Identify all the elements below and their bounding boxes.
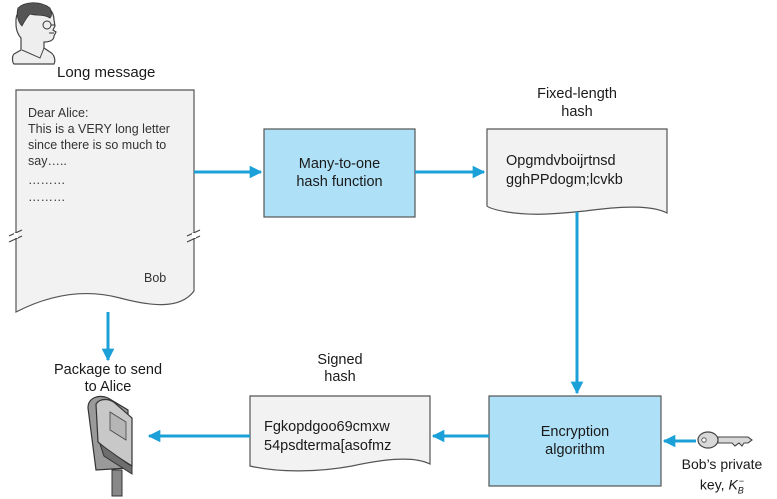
fixed-length-hash-label-line-1: Fixed-length <box>537 86 617 102</box>
key-icon <box>697 431 753 449</box>
signed-hash-label: Signed hash <box>290 352 390 386</box>
hash-paper <box>486 128 668 215</box>
letter-line-3: say….. <box>28 154 67 168</box>
hash-value-line-1: Opgmdvboijrtnsd <box>506 153 616 169</box>
letter-line-2: since there is so much to <box>28 138 167 152</box>
private-key-subscript: B <box>737 485 744 496</box>
private-key-symbol: K <box>728 476 738 493</box>
encryption-label-line-1: Encryption <box>540 423 610 440</box>
private-key-label-line-2: key, KB− <box>668 473 776 499</box>
letter-greeting: Dear Alice: <box>28 106 89 120</box>
package-label: Package to send to Alice <box>38 362 178 396</box>
long-message-label: Long message <box>57 64 156 81</box>
signed-hash-value-line-1: Fgkopdgoo69cmxw <box>264 419 390 435</box>
mailbox-icon <box>87 395 133 497</box>
hash-function-label-line-2: hash function <box>296 174 383 190</box>
fixed-length-hash-label-line-2: hash <box>561 104 593 120</box>
signed-hash-value-line-2: 54psdterma[asofmz <box>264 437 392 454</box>
encryption-box <box>488 395 662 487</box>
hash-function-label-line-1: Many-to-one <box>298 155 381 172</box>
package-label-line-2: to Alice <box>84 379 132 395</box>
page-break-mark-right <box>186 229 201 243</box>
encryption-label-line-2: algorithm <box>545 442 605 458</box>
letter-line-1: This is a VERY long letter <box>28 122 170 136</box>
signed-hash-label-line-1: Signed <box>317 352 363 368</box>
private-key-superscript: − <box>738 476 745 486</box>
hash-function-box <box>263 128 416 218</box>
signed-hash-value: Fgkopdgoo69cmxw 54psdterma[asofmz <box>264 418 391 456</box>
private-key-label-prefix: key, <box>699 476 729 493</box>
letter-page <box>8 89 201 313</box>
letter-signature: Bob <box>144 271 167 285</box>
page-break-mark-left <box>8 229 23 243</box>
private-key-label: Bob’s private key, KB− <box>668 456 776 499</box>
hash-function-label: Many-to-one hash function <box>264 129 415 217</box>
signed-hash-paper <box>249 395 431 472</box>
hash-value: Opgmdvboijrtnsd gghPPdogm;lcvkb <box>506 152 623 190</box>
package-label-line-1: Package to send <box>53 362 163 378</box>
private-key-label-line-1: Bob’s private <box>681 456 763 472</box>
person-icon <box>11 2 57 65</box>
hash-value-line-2: gghPPdogm;lcvkb <box>506 171 623 188</box>
letter-line-5: ……… <box>28 190 66 204</box>
fixed-length-hash-label: Fixed-length hash <box>507 85 647 121</box>
encryption-label: Encryption algorithm <box>489 396 661 486</box>
letter-line-4: ……… <box>28 173 66 187</box>
signed-hash-label-line-2: hash <box>324 369 356 385</box>
